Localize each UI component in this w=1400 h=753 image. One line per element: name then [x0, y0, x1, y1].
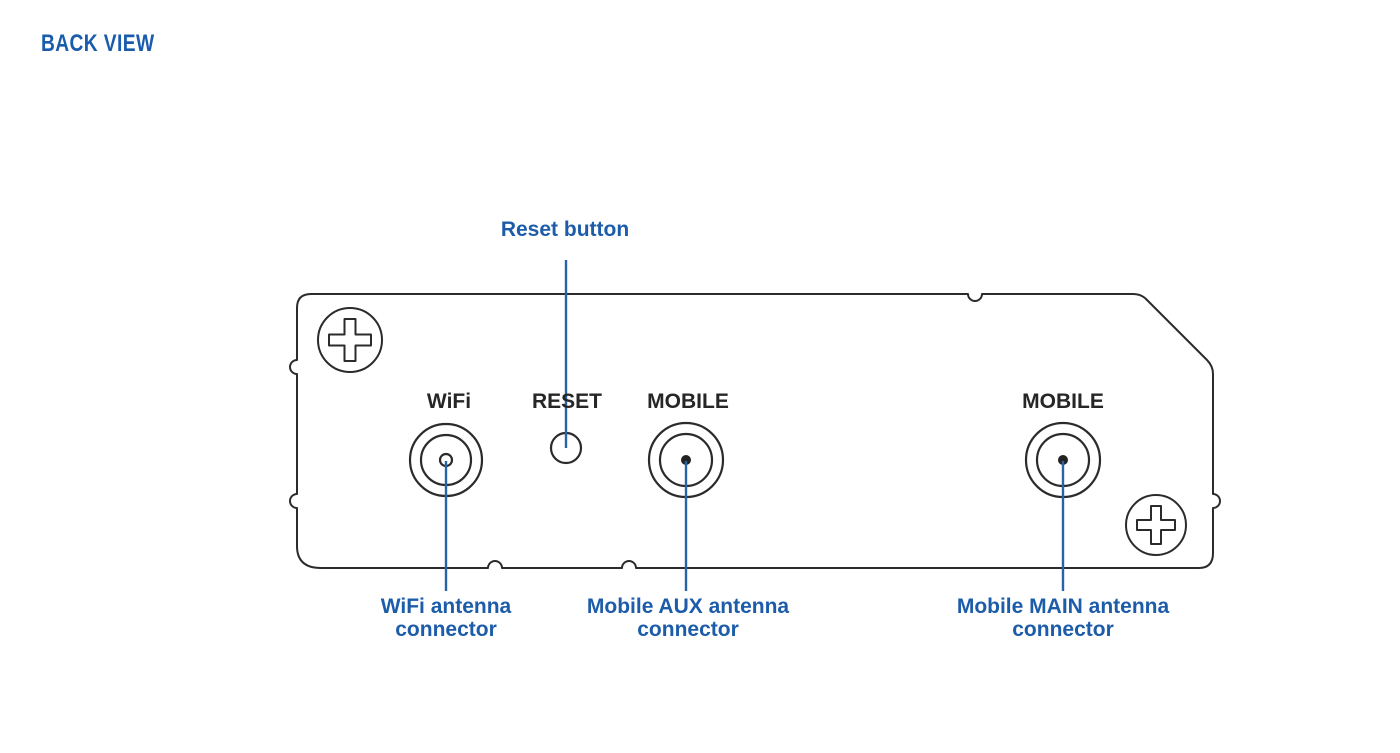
port-label-mobile-main: MOBILE [1022, 390, 1104, 413]
callout-line2: connector [395, 618, 497, 641]
phillips-screw-icon [1125, 494, 1187, 556]
page-title: BACK VIEW [41, 30, 155, 57]
port-label-wifi: WiFi [426, 390, 472, 413]
callout-wifi-antenna-connector: WiFi antenna connector [381, 595, 511, 641]
callout-line2: connector [1012, 618, 1114, 641]
port-label-reset: RESET [531, 390, 603, 413]
callout-mobile-aux-antenna-connector: Mobile AUX antenna connector [587, 595, 789, 641]
callout-line1: Mobile AUX antenna [586, 595, 790, 618]
callout-mobile-main-antenna-connector: Mobile MAIN antenna connector [957, 595, 1169, 641]
phillips-screw-icon [317, 307, 383, 373]
callout-line2: connector [637, 618, 739, 641]
port-label-mobile-aux: MOBILE [647, 390, 729, 413]
device-outline [289, 293, 1221, 569]
callout-reset-button: Reset button [500, 218, 630, 241]
callout-line1: Mobile MAIN antenna [956, 595, 1170, 618]
callout-line1: WiFi antenna [380, 595, 512, 618]
